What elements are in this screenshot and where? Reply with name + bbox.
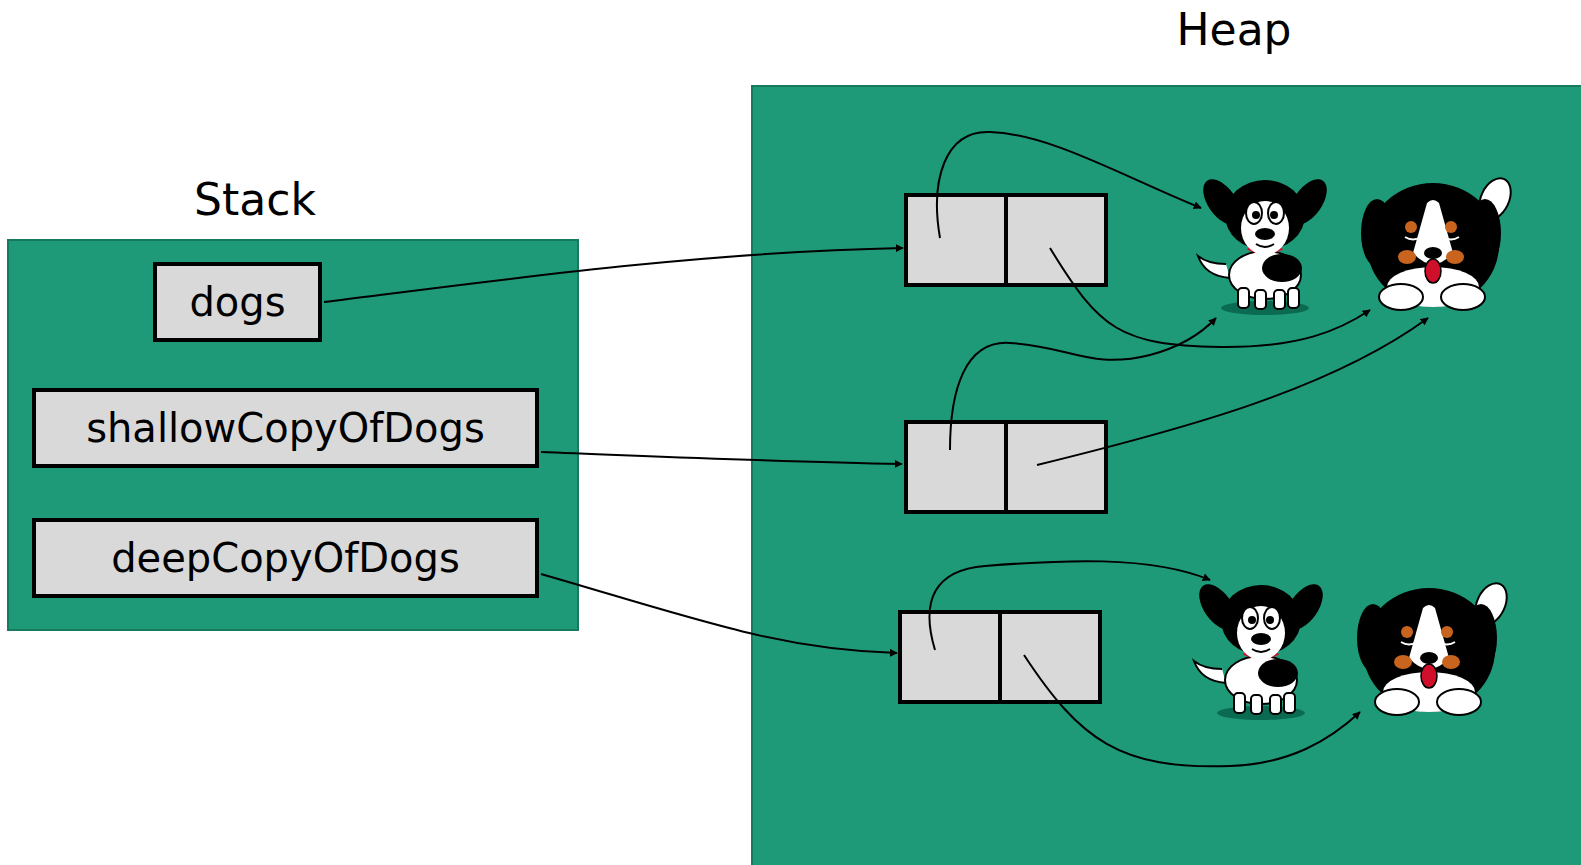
panel-heading: Heap (1176, 4, 1291, 55)
variable-box: deepCopyOfDogs (32, 518, 539, 598)
small-dog-copy (1192, 578, 1331, 720)
variable-name: shallowCopyOfDogs (86, 406, 485, 450)
big-dog (1361, 173, 1517, 310)
panel-heading: Stack (194, 174, 316, 225)
stack-panel: StackdogsshallowCopyOfDogsdeepCopyOfDogs (8, 240, 578, 630)
big-dog-copy (1357, 578, 1513, 715)
variable-name: dogs (189, 280, 285, 324)
small-dog (1196, 173, 1335, 315)
variable-box: shallowCopyOfDogs (32, 388, 539, 468)
heap-panel: Heap (752, 86, 1581, 865)
variable-name: deepCopyOfDogs (111, 536, 460, 580)
variable-box: dogs (153, 262, 322, 342)
heap-panel-fill (752, 86, 1581, 865)
stack-panel-fill (8, 240, 578, 630)
